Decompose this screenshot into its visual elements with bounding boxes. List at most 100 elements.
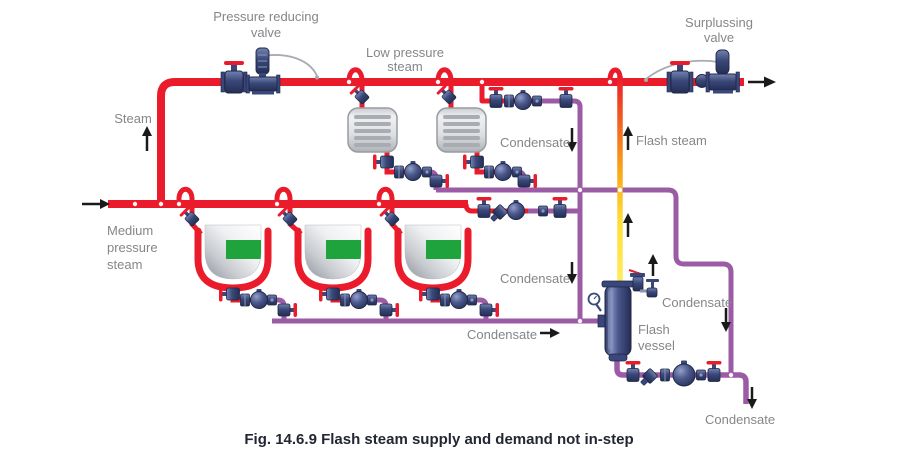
label-condensate-outlet: Condensate bbox=[705, 412, 775, 427]
valve-icon bbox=[429, 173, 450, 189]
label-condensate-pans: Condensate bbox=[467, 327, 537, 342]
valve-icon bbox=[476, 196, 492, 218]
vessel-bottom-flange bbox=[608, 353, 628, 362]
union-icon bbox=[484, 165, 494, 179]
check-valve-icon bbox=[532, 95, 542, 107]
flash-steam-up-arrow-lower bbox=[623, 213, 633, 237]
condensate-down-arrow-upper bbox=[567, 128, 577, 152]
pan1-supply-loop-pipe bbox=[176, 186, 203, 236]
mp-main-trap-branch-pipe bbox=[463, 203, 546, 214]
pan2-liquid bbox=[326, 240, 361, 259]
float-trap-icon bbox=[507, 199, 525, 220]
strainer-icon bbox=[490, 203, 509, 222]
flash-steam-up-arrow-upper bbox=[623, 126, 633, 150]
union-icon bbox=[340, 293, 350, 307]
label-medium-pressure-steam-line1: Medium bbox=[107, 223, 153, 238]
figure-caption: Fig. 14.6.9 Flash steam supply and deman… bbox=[244, 431, 633, 448]
surplussing-body-icon bbox=[708, 73, 737, 91]
pan3-supply-loop-pipe bbox=[376, 186, 403, 236]
prv-isolation-valve-icon bbox=[220, 60, 248, 94]
condensate-right-arrow bbox=[540, 328, 560, 338]
float-trap-icon bbox=[494, 160, 512, 181]
flow-arrows bbox=[82, 76, 776, 409]
prv-sensing-line bbox=[262, 54, 318, 77]
valve-icon bbox=[488, 86, 504, 108]
hx-condensate-header-pipe bbox=[436, 187, 734, 375]
float-trap-icon bbox=[250, 288, 268, 309]
pipe-junction-dots bbox=[132, 79, 734, 378]
label-condensate-bypass: Condensate bbox=[662, 295, 732, 310]
valve-icon bbox=[625, 360, 641, 382]
union-icon bbox=[440, 293, 450, 307]
union-icon bbox=[394, 165, 404, 179]
valve-icon bbox=[552, 196, 568, 218]
float-trap-icon bbox=[450, 288, 468, 309]
label-medium-pressure-steam-line2: pressure bbox=[107, 240, 158, 255]
union-icon bbox=[504, 94, 514, 108]
pan3-liquid bbox=[426, 240, 461, 259]
vent-valve-icon bbox=[646, 279, 659, 298]
condensate-down-arrow-right bbox=[721, 308, 731, 332]
label-condensate-trap-station: Condensate bbox=[500, 271, 570, 286]
surplussing-valve-assembly bbox=[644, 49, 740, 94]
float-trap-icon bbox=[404, 160, 422, 181]
hx1-trap-set bbox=[372, 154, 450, 189]
float-trap-icon bbox=[514, 89, 532, 110]
jacketed-pan-3 bbox=[394, 224, 472, 292]
jacketed-pan-2 bbox=[294, 224, 372, 292]
label-flash-vessel-line2: vessel bbox=[638, 338, 675, 353]
heat-exchanger-1 bbox=[347, 107, 398, 153]
valve-icon bbox=[418, 286, 440, 302]
prv-body-icon bbox=[248, 76, 278, 92]
valve-icon bbox=[479, 302, 500, 318]
float-trap-icon bbox=[672, 360, 696, 387]
lp-steam-outlet-arrow bbox=[748, 76, 776, 88]
surplussing-pilot-icon bbox=[715, 49, 730, 75]
mp-main-trap-station bbox=[476, 196, 568, 222]
label-steam: Steam bbox=[114, 111, 152, 126]
vessel-top-flange bbox=[601, 280, 635, 288]
jacketed-pan-1 bbox=[194, 224, 272, 292]
label-pressure-reducing-valve-line1: Pressure reducing bbox=[213, 9, 319, 24]
check-valve-icon bbox=[267, 294, 277, 306]
hx2-trap-set bbox=[462, 154, 538, 189]
label-low-pressure-steam-line1: Low pressure bbox=[366, 45, 444, 60]
heat-exchanger-2 bbox=[436, 107, 487, 153]
check-valve-icon bbox=[367, 294, 377, 306]
valve-icon bbox=[558, 86, 574, 108]
gauge-stem bbox=[595, 303, 602, 312]
union-icon bbox=[660, 368, 670, 382]
strainer-icon bbox=[640, 367, 659, 386]
condensate-outlet-down-arrow bbox=[747, 387, 757, 409]
pan2-supply-loop-pipe bbox=[274, 186, 303, 236]
union-icon bbox=[240, 293, 250, 307]
check-valve-icon bbox=[467, 294, 477, 306]
check-valve-icon bbox=[538, 205, 548, 217]
valve-icon bbox=[379, 302, 400, 318]
condensate-down-arrow-middle bbox=[567, 262, 577, 284]
pressure-reducing-valve-assembly bbox=[220, 47, 319, 95]
valve-icon bbox=[277, 302, 298, 318]
float-trap-icon bbox=[350, 288, 368, 309]
mp-steam-inlet-arrow bbox=[82, 199, 110, 209]
valve-icon bbox=[372, 154, 394, 170]
low-pressure-steam-main-pipe bbox=[157, 78, 744, 204]
label-pressure-reducing-valve-line2: valve bbox=[251, 25, 281, 40]
check-valve-icon bbox=[696, 369, 706, 381]
valve-icon bbox=[706, 360, 722, 382]
label-flash-vessel-line1: Flash bbox=[638, 322, 670, 337]
valve-icon bbox=[517, 173, 538, 189]
pan1-liquid bbox=[226, 240, 261, 259]
valve-icon bbox=[218, 286, 240, 302]
vent-up-arrow bbox=[648, 254, 658, 276]
label-condensate-heat-exchangers: Condensate bbox=[500, 135, 570, 150]
label-flash-steam: Flash steam bbox=[636, 133, 707, 148]
valve-icon bbox=[462, 154, 484, 170]
hx2-supply-valve-icon bbox=[435, 83, 458, 106]
label-medium-pressure-steam-line3: steam bbox=[107, 257, 142, 272]
flash-vessel bbox=[587, 269, 659, 362]
valve-icon bbox=[318, 286, 340, 302]
label-surplussing-valve-line2: valve bbox=[704, 30, 734, 45]
